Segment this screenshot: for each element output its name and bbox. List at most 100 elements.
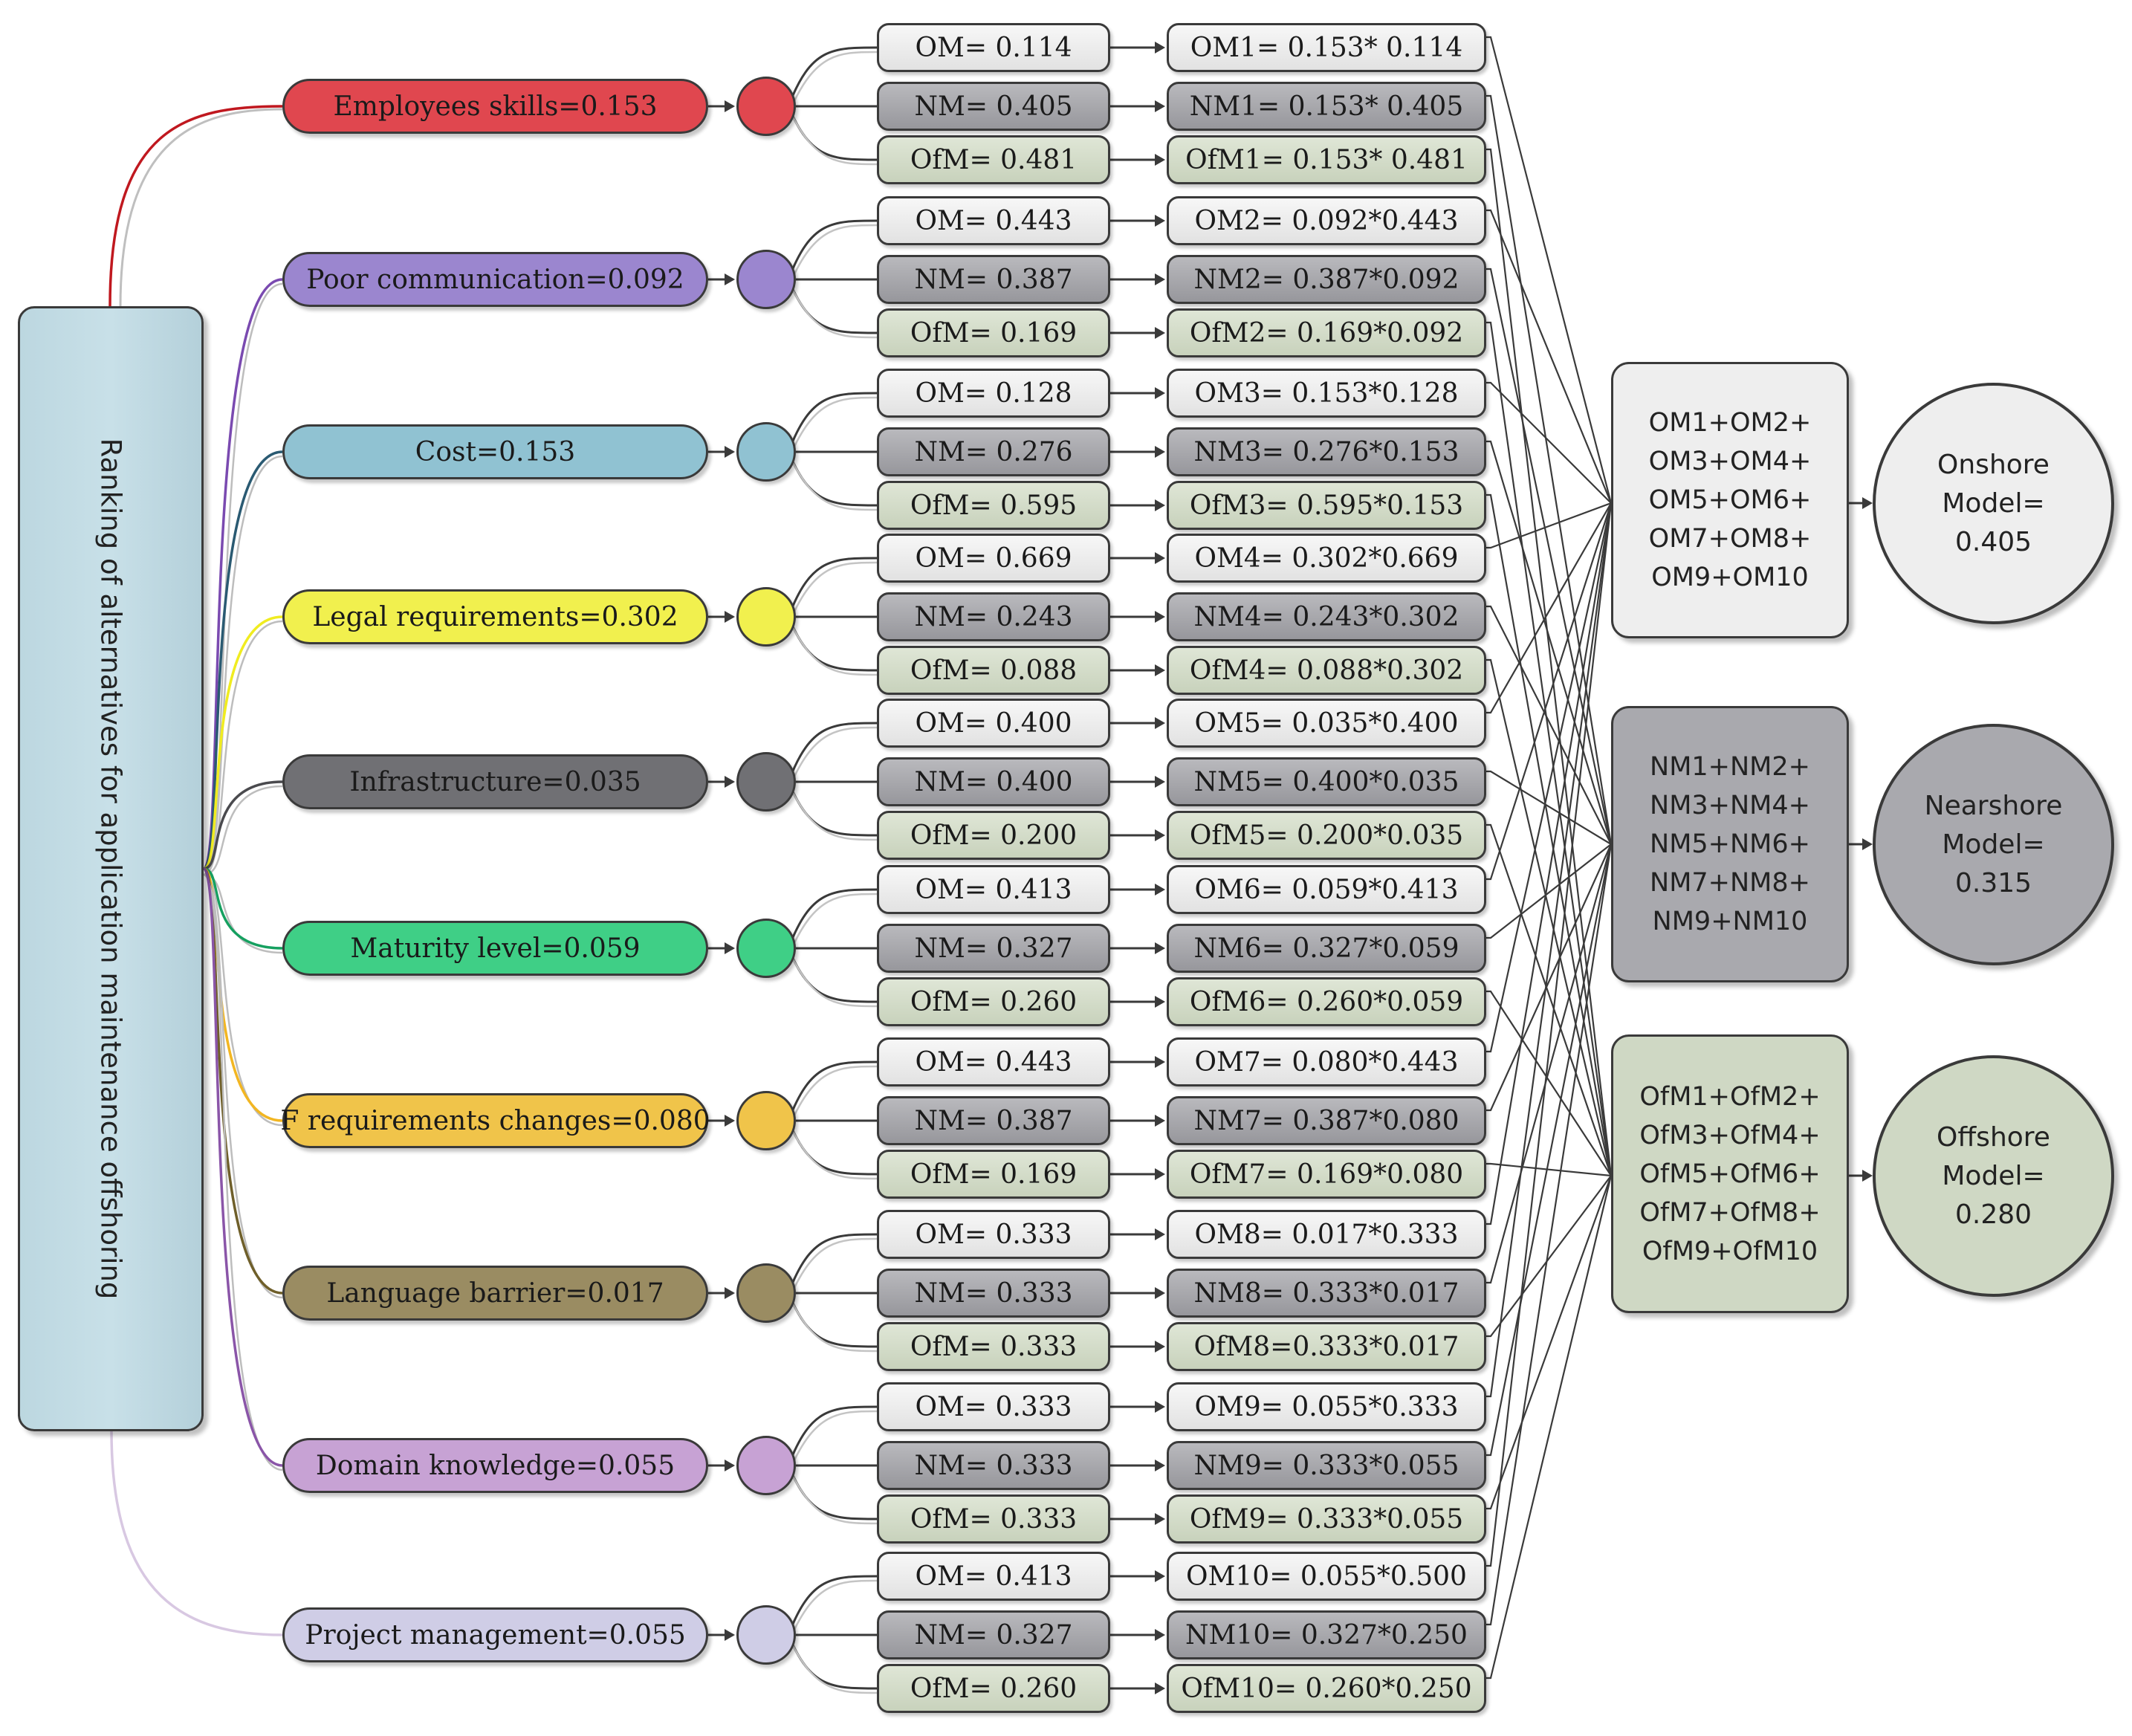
nearshore-weighted-product: NM2= 0.387*0.092: [1167, 255, 1486, 304]
sum-formula-line: OfM5+OfM6+: [1639, 1159, 1821, 1189]
root-to-criterion-link: [203, 867, 283, 950]
offshore-alternative-score: OfM= 0.260: [877, 977, 1110, 1026]
onshore-weighted-product: OM1= 0.153* 0.114: [1167, 23, 1486, 72]
root-goal-label: Ranking of alternatives for application …: [94, 438, 127, 1300]
sum-formula-line: NM1+NM2+: [1650, 752, 1810, 782]
nearshore-alternative-score: NM= 0.327: [877, 924, 1110, 973]
arrow-head: [1155, 1629, 1165, 1641]
nearshore-alternative-score: NM= 0.405: [877, 82, 1110, 131]
root-goal-box: Ranking of alternatives for application …: [18, 306, 204, 1431]
arrow-head: [1155, 42, 1165, 54]
onshore-alternative-score: OM= 0.128: [877, 369, 1110, 418]
arrow-head: [725, 446, 735, 458]
criterion-hub-circle: [736, 587, 796, 647]
arrow-head: [1155, 1341, 1165, 1353]
arrow-head: [1155, 499, 1165, 511]
offshore-alternative-score: OfM= 0.333: [877, 1494, 1110, 1544]
offshore-alternative-score: OfM= 0.200: [877, 811, 1110, 860]
nearshore-alternative-score: NM= 0.276: [877, 427, 1110, 476]
sum-formula-line: OM3+OM4+: [1648, 447, 1812, 476]
criterion-hub-circle: [736, 919, 796, 978]
onshore-sum-box: OM1+OM2+OM3+OM4+OM5+OM6+OM7+OM8+OM9+OM10: [1611, 362, 1849, 638]
root-to-criterion-link: [202, 867, 283, 1467]
arrow-head: [1862, 1170, 1873, 1182]
arrow-head: [1155, 446, 1165, 458]
nearshore-weighted-product: NM3= 0.276*0.153: [1167, 427, 1486, 476]
nearshore-sum-box: NM1+NM2+NM3+NM4+NM5+NM6+NM7+NM8+NM9+NM10: [1611, 706, 1849, 982]
offshore-sum-box: OfM1+OfM2+OfM3+OfM4+OfM5+OfM6+OfM7+OfM8+…: [1611, 1034, 1849, 1313]
criterion-node: Poor communication=0.092: [282, 252, 708, 307]
nearshore-alternative-score: NM= 0.327: [877, 1610, 1110, 1659]
onshore-alternative-score: OM= 0.669: [877, 534, 1110, 583]
arrow-head: [725, 1629, 735, 1641]
model-result-line: Nearshore: [1924, 790, 2063, 821]
criterion-node: Project management=0.055: [282, 1607, 708, 1662]
arrow-head: [725, 776, 735, 788]
offshore-alternative-score: OfM= 0.088: [877, 646, 1110, 695]
sum-formula-line: OM7+OM8+: [1648, 524, 1812, 554]
arrow-head: [725, 273, 735, 285]
criterion-node: Maturity level=0.059: [282, 921, 708, 976]
nearshore-weighted-product: NM8= 0.333*0.017: [1167, 1269, 1486, 1318]
offshore-weighted-product: OfM4= 0.088*0.302: [1167, 646, 1486, 695]
arrow-head: [1155, 215, 1165, 227]
arrow-head: [1155, 996, 1165, 1008]
offshore-weighted-product: OfM10= 0.260*0.250: [1167, 1664, 1486, 1713]
criterion-hub-circle: [736, 752, 796, 812]
arrow-head: [725, 1115, 735, 1127]
offshore-weighted-product: OfM9= 0.333*0.055: [1167, 1494, 1486, 1544]
arrow-head: [725, 1460, 735, 1471]
arrow-head: [1155, 1401, 1165, 1413]
criterion-node: Language barrier=0.017: [282, 1266, 708, 1321]
arrow-head: [1155, 327, 1165, 339]
arrow-head: [1155, 776, 1165, 788]
arrow-head: [1155, 387, 1165, 399]
sum-formula-line: NM3+NM4+: [1650, 791, 1810, 820]
arrow-head: [725, 1287, 735, 1299]
nearshore-weighted-product: NM6= 0.327*0.059: [1167, 924, 1486, 973]
nearshore-weighted-product: NM4= 0.243*0.302: [1167, 592, 1486, 641]
arrow-head: [1155, 884, 1165, 895]
model-result-line: Model=: [1942, 488, 2045, 519]
arrow-head: [1155, 942, 1165, 954]
offshore-weighted-product: OfM6= 0.260*0.059: [1167, 977, 1486, 1026]
arrow-head: [725, 942, 735, 954]
arrow-head: [1155, 154, 1165, 166]
criterion-node: Cost=0.153: [282, 424, 708, 479]
model-result-line: 0.315: [1954, 867, 2032, 898]
arrow-head: [1155, 1228, 1165, 1240]
offshore-alternative-score: OfM= 0.595: [877, 481, 1110, 530]
arrow-head: [1155, 611, 1165, 623]
nearshore-alternative-score: NM= 0.387: [877, 1096, 1110, 1145]
nearshore-alternative-score: NM= 0.333: [877, 1269, 1110, 1318]
model-result-line: Model=: [1942, 1160, 2045, 1191]
onshore-alternative-score: OM= 0.443: [877, 1037, 1110, 1086]
sum-formula-line: OM9+OM10: [1651, 563, 1809, 592]
arrow-head: [1155, 1056, 1165, 1068]
criterion-node: Legal requirements=0.302: [282, 589, 708, 644]
arrow-head: [1155, 1570, 1165, 1582]
offshore-weighted-product: OfM3= 0.595*0.153: [1167, 481, 1486, 530]
onshore-weighted-product: OM10= 0.055*0.500: [1167, 1552, 1486, 1601]
arrow-head: [1155, 1168, 1165, 1180]
arrow-head: [1155, 664, 1165, 676]
criterion-hub-circle: [736, 422, 796, 482]
nearshore-weighted-product: NM1= 0.153* 0.405: [1167, 82, 1486, 131]
nearshore-alternative-score: NM= 0.333: [877, 1441, 1110, 1490]
onshore-alternative-score: OM= 0.413: [877, 865, 1110, 914]
onshore-weighted-product: OM7= 0.080*0.443: [1167, 1037, 1486, 1086]
onshore-weighted-product: OM9= 0.055*0.333: [1167, 1382, 1486, 1431]
arrow-head: [725, 100, 735, 112]
criterion-hub-circle: [736, 1605, 796, 1665]
offshore-alternative-score: OfM= 0.169: [877, 308, 1110, 357]
criterion-node: Domain knowledge=0.055: [282, 1438, 708, 1493]
criterion-node: Employees skills=0.153: [282, 79, 708, 134]
model-result-line: Model=: [1942, 829, 2045, 860]
sum-formula-line: OM1+OM2+: [1648, 408, 1812, 438]
sum-formula-line: OfM1+OfM2+: [1639, 1081, 1821, 1112]
criterion-hub-circle: [736, 1091, 796, 1150]
offshore-weighted-product: OfM8=0.333*0.017: [1167, 1322, 1486, 1371]
criterion-hub-circle: [736, 1263, 796, 1323]
